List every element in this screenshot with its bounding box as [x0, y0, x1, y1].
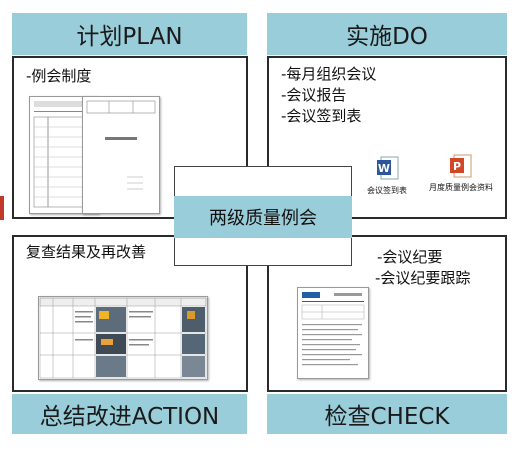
action-title: 总结改进ACTION [39, 404, 220, 430]
do-header: 实施DO [267, 13, 507, 55]
check-minutes-graphic [301, 292, 365, 366]
action-table-graphic [39, 297, 207, 379]
word-file-icon[interactable]: W [377, 156, 399, 180]
plan-box: -例会制度 [12, 56, 248, 219]
center-band: 两级质量例会 [174, 196, 352, 238]
action-item-1: 复查结果及再改善 [26, 243, 147, 261]
ppt-file-icon[interactable]: P [450, 154, 472, 178]
check-header: 检查CHECK [267, 394, 507, 434]
check-minutes-document [297, 287, 369, 379]
plan-header: 计划PLAN [12, 13, 247, 55]
do-item-2: -会议报告 [281, 86, 347, 104]
action-header: 总结改进ACTION [12, 394, 247, 434]
plan-document-2-graphic [86, 100, 156, 190]
ppt-file-label: 月度质量例会资料 [429, 183, 493, 192]
do-item-3: -会议签到表 [281, 107, 362, 125]
word-file-label: 会议签到表 [367, 186, 407, 195]
center-label: 两级质量例会 [209, 208, 317, 229]
edge-marker [0, 196, 4, 220]
do-title: 实施DO [346, 24, 428, 50]
check-item-1: -会议纪要 [377, 248, 443, 266]
plan-document-2 [82, 96, 160, 214]
do-item-1: -每月组织会议 [281, 65, 377, 83]
plan-item-1: -例会制度 [26, 67, 92, 85]
svg-text:P: P [453, 160, 461, 173]
check-title: 检查CHECK [324, 404, 450, 430]
check-item-2: -会议纪要跟踪 [375, 269, 471, 287]
svg-text:W: W [378, 162, 390, 175]
center-box: 两级质量例会 [174, 166, 352, 266]
action-table-image [38, 296, 208, 380]
plan-title: 计划PLAN [76, 24, 183, 50]
